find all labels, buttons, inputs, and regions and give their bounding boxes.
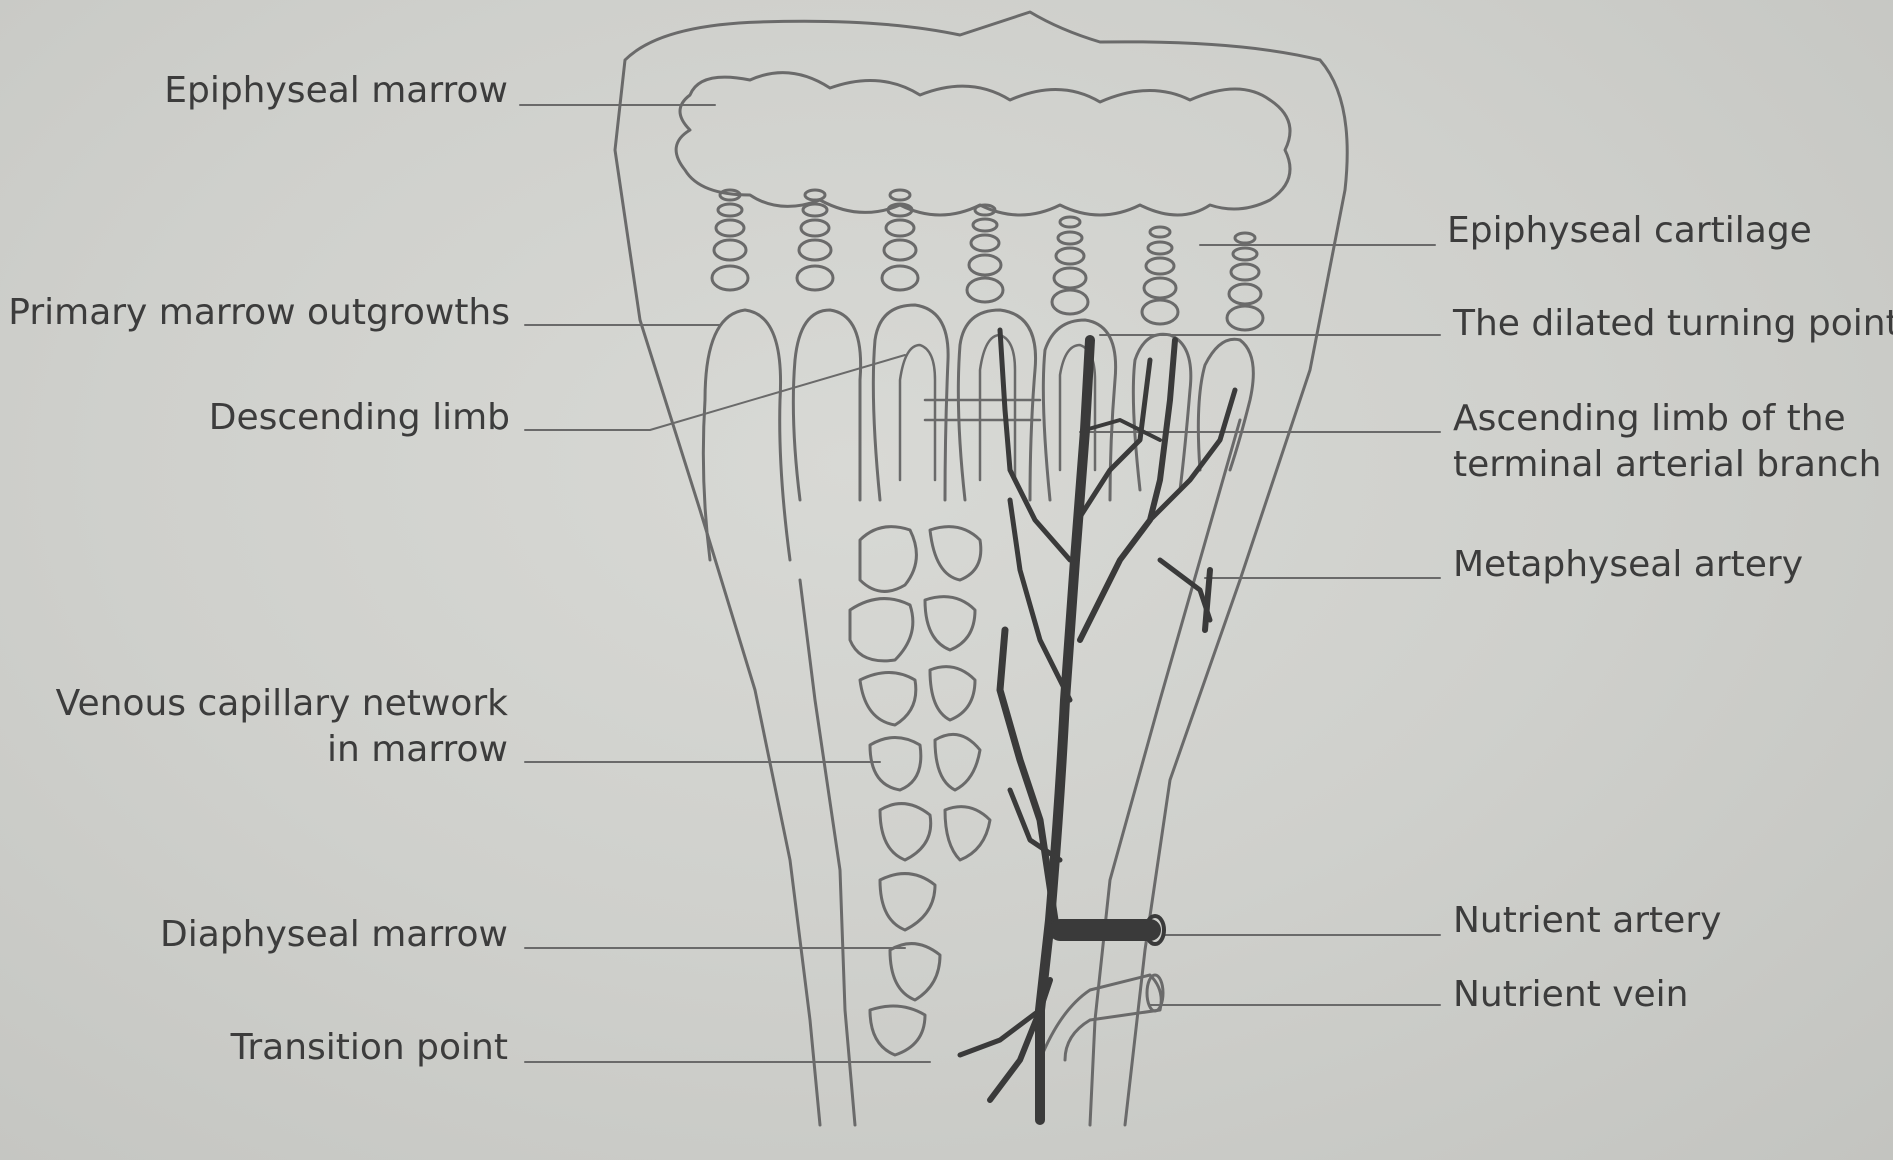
label-descending-limb: Descending limb — [209, 395, 510, 441]
nutrient-vein — [1040, 975, 1161, 1060]
venous-network — [850, 527, 990, 1055]
label-nutrient-vein: Nutrient vein — [1453, 972, 1688, 1018]
label-epiphyseal-marrow: Epiphyseal marrow — [164, 68, 508, 114]
label-dilated-turning-point: The dilated turning point — [1453, 301, 1893, 347]
label-nutrient-artery: Nutrient artery — [1453, 898, 1721, 944]
label-venous-capillary-network: Venous capillary network in marrow — [56, 681, 508, 773]
bone-outline — [615, 12, 1347, 1125]
label-ascending-limb: Ascending limb of the terminal arterial … — [1453, 396, 1881, 488]
label-diaphyseal-marrow: Diaphyseal marrow — [160, 912, 508, 958]
epiphyseal-marrow-shape — [676, 73, 1290, 215]
cartilage-columns — [712, 190, 1263, 330]
label-transition-point: Transition point — [231, 1025, 508, 1071]
label-epiphyseal-cartilage: Epiphyseal cartilage — [1447, 208, 1812, 254]
label-metaphyseal-artery: Metaphyseal artery — [1453, 542, 1803, 588]
leader-lines-left — [520, 105, 930, 1062]
capillary-loops — [900, 335, 1095, 480]
label-primary-marrow-outgrowths: Primary marrow outgrowths — [8, 290, 510, 336]
